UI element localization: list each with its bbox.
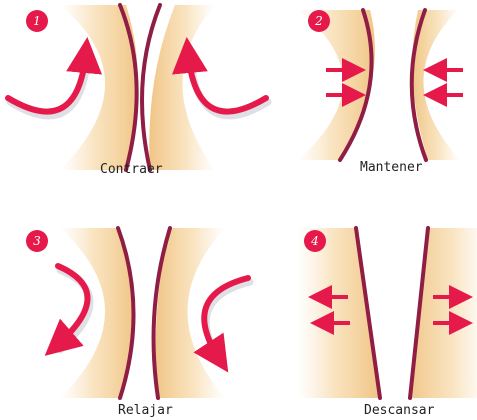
step-number-badge: 4: [304, 230, 326, 252]
step-caption: Mantener: [360, 160, 423, 175]
step-number-badge: 1: [26, 10, 48, 32]
step-3-relajar: 3 Relajar: [0, 210, 238, 420]
step-number-badge: 2: [308, 10, 330, 32]
step-caption: Descansar: [364, 403, 434, 418]
left-wall-glow: [298, 10, 375, 160]
right-wall-glow: [156, 228, 225, 398]
step-2-illustration: [238, 0, 476, 210]
step-2-mantener: 2 Mantener: [238, 0, 476, 210]
step-caption: Contraer: [100, 162, 163, 177]
right-wall-glow: [149, 5, 215, 170]
left-wall-glow: [60, 228, 135, 398]
step-1-contraer: 1 Contraer: [0, 0, 238, 210]
step-caption: Relajar: [118, 403, 173, 418]
step-4-illustration: [238, 210, 476, 420]
step-number-badge: 3: [26, 230, 48, 252]
step-4-descansar: 4 Descansar: [238, 210, 476, 420]
